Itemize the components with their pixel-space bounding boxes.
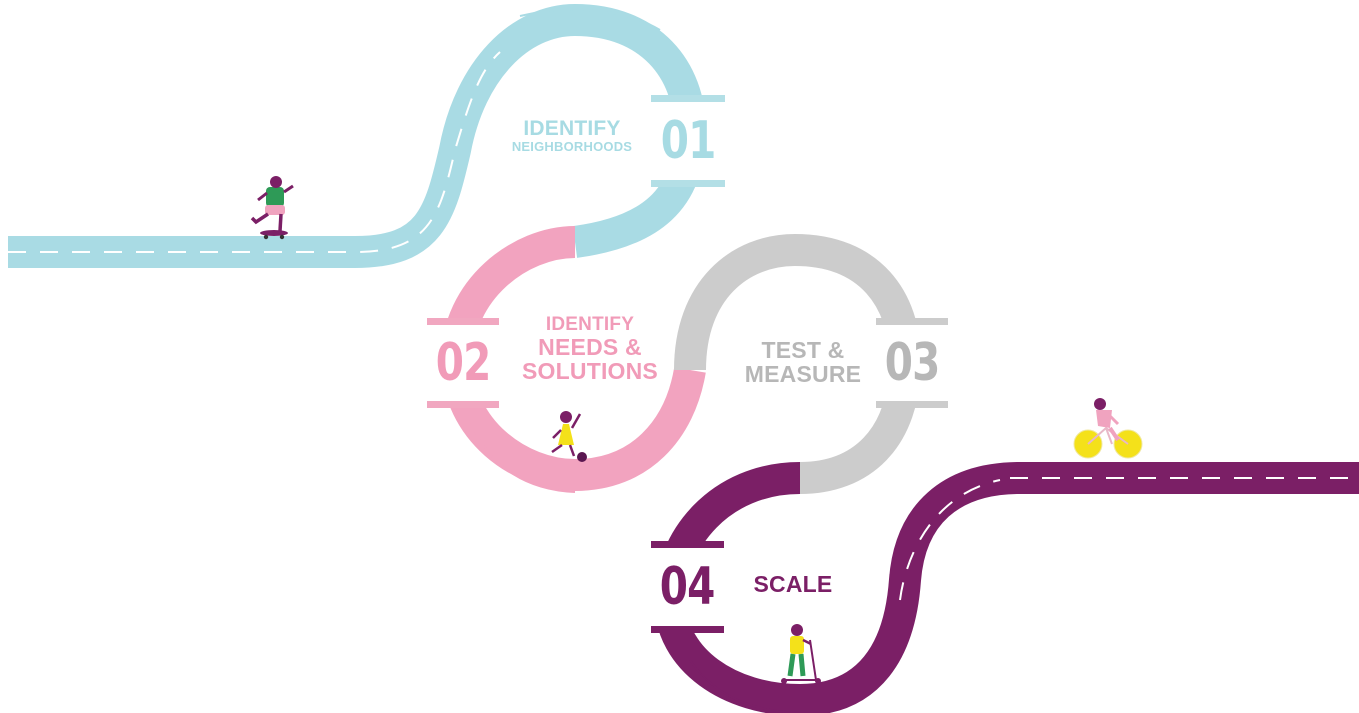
road-segment-2 — [440, 226, 706, 492]
step-3-line2: MEASURE — [744, 361, 862, 388]
soccer-girl-figure — [551, 411, 587, 462]
step-2-badge: 02 — [427, 318, 499, 408]
step-1-number: 01 — [660, 111, 717, 171]
step-1-label: IDENTIFY NEIGHBORHOODS — [497, 117, 647, 155]
step-3-line1: TEST & — [761, 337, 845, 363]
step-4-label: SCALE — [733, 572, 853, 596]
step-4-line1: SCALE — [753, 571, 833, 597]
road-segment-3 — [674, 233, 922, 494]
skateboarder-figure — [250, 176, 294, 240]
step-2-number: 02 — [435, 333, 492, 393]
step-3-badge: 03 — [876, 318, 948, 408]
step-1-badge: 01 — [651, 95, 725, 187]
step-4-badge: 04 — [651, 541, 724, 633]
step-3-label: TEST & MEASURE — [728, 338, 878, 386]
step-2-line1: IDENTIFY — [545, 314, 635, 335]
scooter-rider-figure — [781, 624, 821, 684]
step-3-number: 03 — [884, 333, 941, 393]
step-2-label: IDENTIFY NEEDS & SOLUTIONS — [515, 314, 665, 385]
step-1-line1: IDENTIFY — [523, 117, 621, 140]
step-4-number: 04 — [660, 557, 716, 617]
step-2-line3: SOLUTIONS — [522, 358, 658, 385]
step-1-line2: NEIGHBORHOODS — [511, 139, 633, 155]
step-2-line2: NEEDS & — [538, 333, 642, 360]
cyclist-figure — [1073, 398, 1143, 459]
